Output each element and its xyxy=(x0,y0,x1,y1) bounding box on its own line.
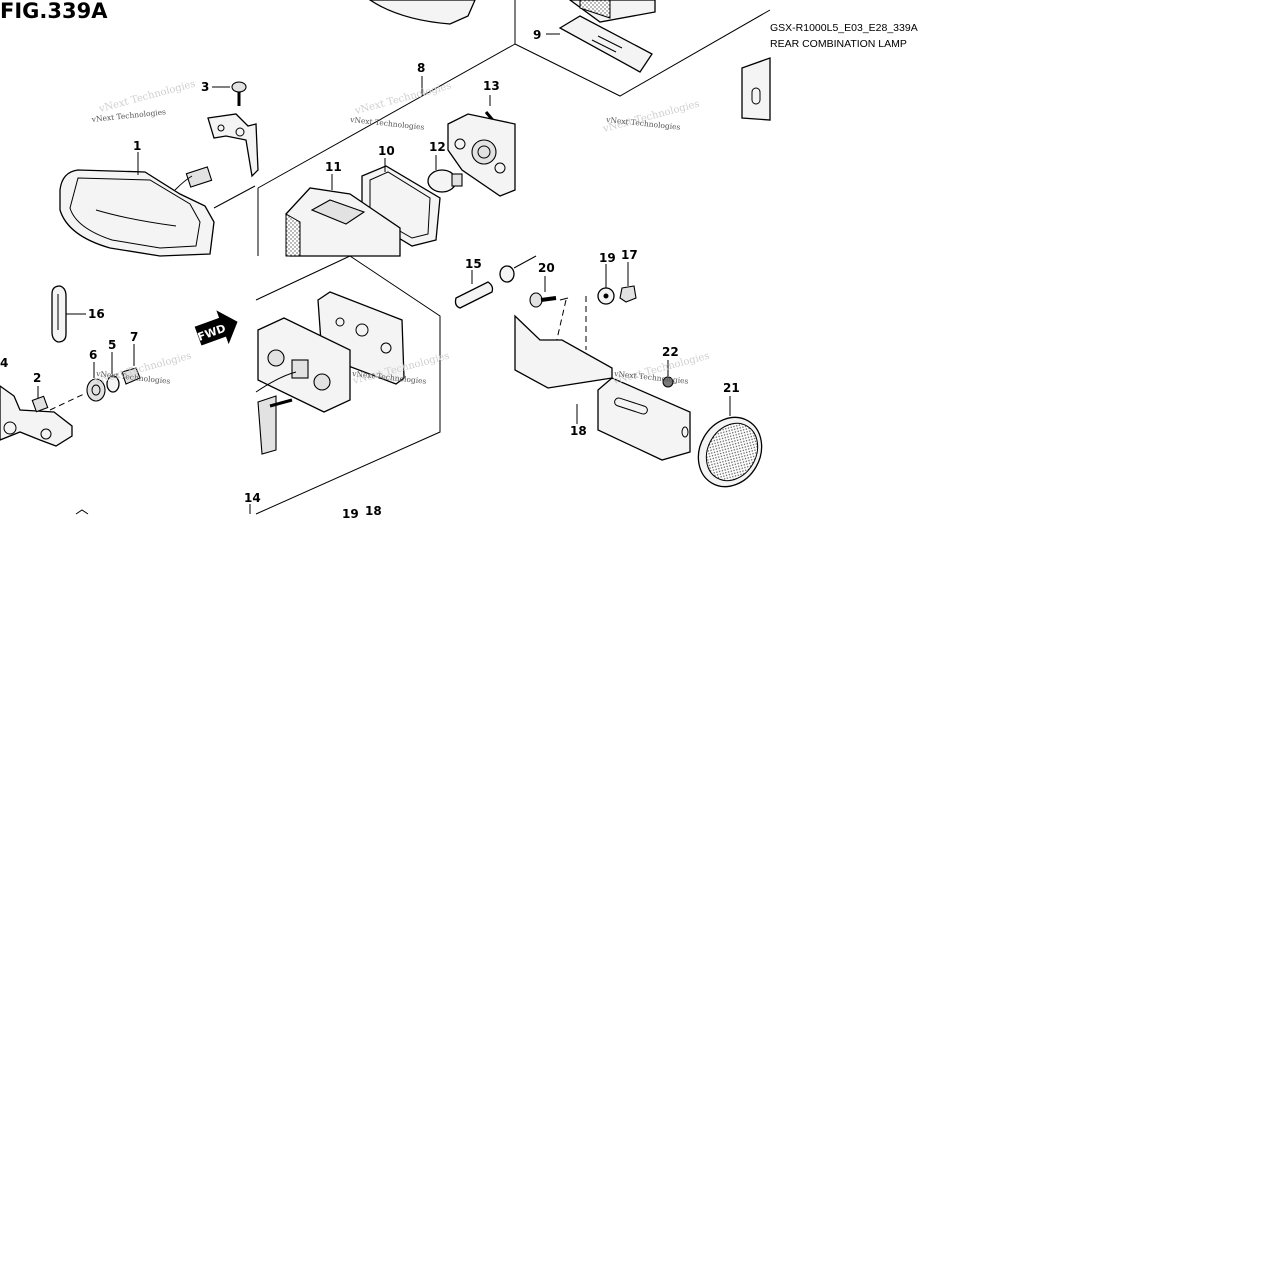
plate-texture xyxy=(597,35,623,49)
plate-9 xyxy=(558,15,653,73)
callout-17: 18 xyxy=(570,424,587,438)
figure-code: GSX-R1000L5_E03_E28_339A xyxy=(770,22,918,34)
bracket-hole xyxy=(681,426,689,438)
callout-13: 13 xyxy=(483,79,500,93)
lamp-wire xyxy=(174,175,193,191)
callout-18-bottom: 18 xyxy=(365,504,382,518)
callout-8: 8 xyxy=(417,61,425,75)
callout-7: 7 xyxy=(130,330,138,344)
lamp-bracket xyxy=(207,113,259,178)
panel-edge xyxy=(255,255,441,515)
bracket-4 xyxy=(0,385,73,447)
bulb-socket xyxy=(471,139,497,165)
screw-22 xyxy=(662,376,674,388)
callout-10: 10 xyxy=(378,144,395,158)
callout-2: 2 xyxy=(33,371,41,385)
callout-3: 3 xyxy=(201,80,209,94)
housing-socket xyxy=(313,373,331,391)
figure-name: REAR COMBINATION LAMP xyxy=(770,38,907,50)
housing-socket xyxy=(267,349,285,367)
callout-4: 4 xyxy=(0,356,8,370)
housing-hole xyxy=(494,162,506,174)
washer-5 xyxy=(106,375,120,393)
tail-lamp-lens xyxy=(69,177,201,249)
callouts: 3 1 8 13 9 11 10 12 16 4 2 6 5 7 14 19 1… xyxy=(0,28,740,521)
panel-edge xyxy=(255,255,351,301)
callout-9: 9 xyxy=(533,28,541,42)
bracket-17 xyxy=(514,314,613,389)
callout-19: 19 xyxy=(599,251,616,265)
tail-cover-edge xyxy=(368,0,476,25)
screw-20 xyxy=(529,292,543,308)
clip-16 xyxy=(51,285,67,343)
screw-7 xyxy=(121,367,141,385)
screw-3 xyxy=(231,81,247,93)
quadrant-bottom-right xyxy=(454,255,763,488)
bracket-partial xyxy=(741,57,771,121)
lens-window xyxy=(310,199,366,225)
washer-hole xyxy=(603,293,609,299)
fwd-arrow: FWD xyxy=(194,310,238,346)
bracket-17-plate xyxy=(597,377,691,461)
callout-11: 11 xyxy=(325,160,342,174)
bracket-slot xyxy=(751,87,761,105)
callout-14: 14 xyxy=(244,491,261,505)
part-edge xyxy=(75,509,89,515)
callout-5: 5 xyxy=(108,338,116,352)
assembly-line xyxy=(49,393,85,411)
pin-15 xyxy=(454,281,494,309)
grommet-hole xyxy=(91,384,101,396)
fwd-arrow-icon xyxy=(194,310,238,346)
quadrant-top-left xyxy=(59,0,516,257)
leader-line xyxy=(213,185,256,209)
bracket-slot xyxy=(614,397,648,415)
gasket-hole xyxy=(335,317,345,327)
gasket-hole xyxy=(355,323,369,337)
callout-22: 22 xyxy=(662,345,679,359)
quadrant-bottom-left: FWD xyxy=(0,255,441,515)
screw-20-shank xyxy=(540,296,557,302)
callout-1: 1 xyxy=(133,139,141,153)
leader-line xyxy=(559,297,569,301)
washer xyxy=(499,265,515,283)
housing-wire xyxy=(255,371,297,393)
tail-lamp-detail xyxy=(95,209,177,227)
housing-reflector xyxy=(579,0,611,19)
bracket-hole xyxy=(40,428,52,440)
reflector-face xyxy=(705,422,759,482)
bracket-hole xyxy=(235,127,245,137)
callout-21: 21 xyxy=(723,381,740,395)
bulb-socket-inner xyxy=(477,145,491,159)
screw xyxy=(269,398,293,408)
bracket-hole xyxy=(217,124,225,132)
assembly-line xyxy=(547,299,567,379)
bolt-2 xyxy=(31,395,49,413)
housing-plug xyxy=(257,395,277,455)
callout-12: 12 xyxy=(429,140,446,154)
lens-reflector xyxy=(285,213,301,257)
nut-18 xyxy=(619,285,637,303)
callout-19-bottom: 19 xyxy=(342,507,359,521)
callout-15: 15 xyxy=(465,257,482,271)
figure-title: FIG.339A xyxy=(0,0,108,23)
panel-edge xyxy=(514,9,771,97)
watermark: vNext Technologies xyxy=(349,115,425,132)
callout-20: 20 xyxy=(538,261,555,275)
callout-6: 6 xyxy=(89,348,97,362)
gasket-hole xyxy=(380,342,392,354)
quadrant-top-right xyxy=(514,0,771,121)
bracket-hole xyxy=(3,421,17,435)
callout-18: 17 xyxy=(621,248,638,262)
bulb-base xyxy=(451,173,463,187)
grommet-6 xyxy=(86,378,106,402)
leader-line xyxy=(513,255,537,269)
panel-edge xyxy=(257,43,516,189)
housing-socket-center xyxy=(291,359,309,379)
watermark-shadow: vNext Technologies xyxy=(353,81,453,118)
housing-hole xyxy=(454,138,466,150)
callout-16: 16 xyxy=(88,307,105,321)
connector xyxy=(185,166,213,188)
plate-texture xyxy=(591,39,617,53)
